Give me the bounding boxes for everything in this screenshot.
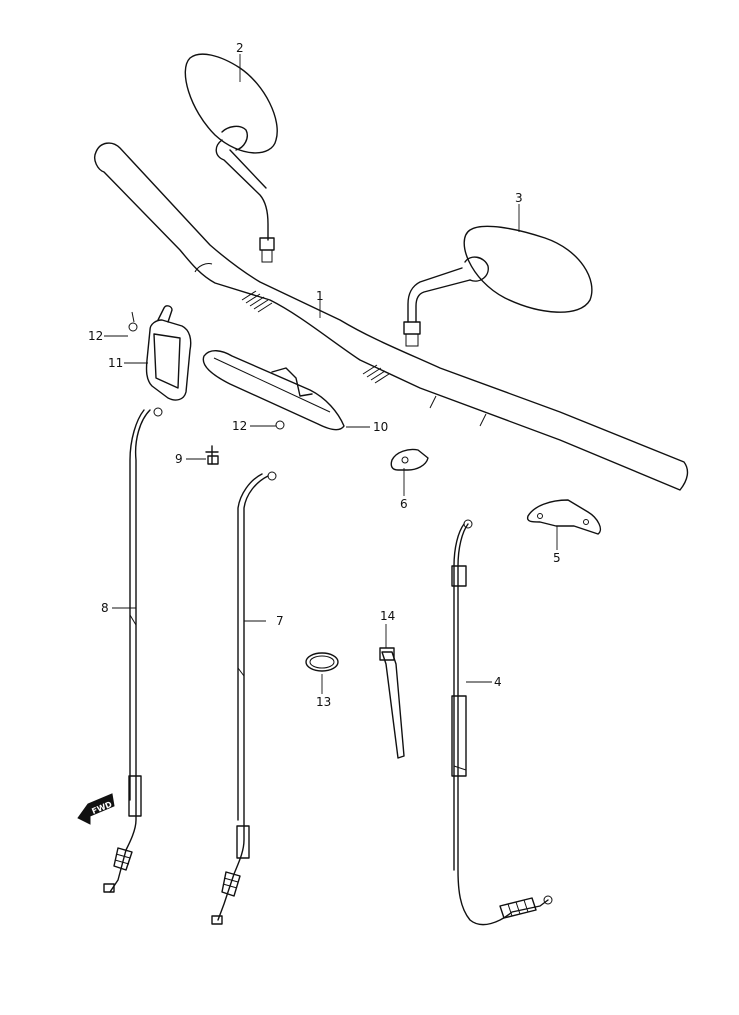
callout-7: 7	[276, 614, 284, 628]
callout-2: 2	[236, 41, 244, 55]
bolt	[205, 445, 219, 465]
forward-direction-badge: FWD	[77, 793, 115, 825]
callout-13: 13	[316, 695, 331, 709]
handlebar	[94, 142, 689, 491]
callout-6: 6	[400, 497, 408, 511]
handlebar-plate	[202, 350, 345, 431]
callout-1: 1	[316, 289, 324, 303]
callout-10: 10	[373, 420, 388, 434]
callout-12-bottom: 12	[232, 419, 247, 433]
callout-11: 11	[108, 356, 123, 370]
holder-bracket	[526, 499, 602, 535]
callout-14: 14	[380, 609, 395, 623]
callout-9: 9	[175, 452, 183, 466]
leader-lines	[104, 54, 558, 694]
cable-8	[103, 407, 163, 893]
cable-tie	[379, 647, 405, 759]
mirror-left	[184, 53, 278, 263]
cable-7	[211, 471, 277, 925]
wire-bracket	[128, 305, 192, 401]
callout-5: 5	[553, 551, 561, 565]
callout-3: 3	[515, 191, 523, 205]
callout-8: 8	[101, 601, 109, 615]
o-ring	[305, 652, 339, 672]
cable-4	[451, 519, 553, 926]
cable-clamp	[390, 448, 429, 471]
mirror-right	[403, 225, 593, 347]
callout-4: 4	[494, 675, 502, 689]
callout-12-top: 12	[88, 329, 103, 343]
